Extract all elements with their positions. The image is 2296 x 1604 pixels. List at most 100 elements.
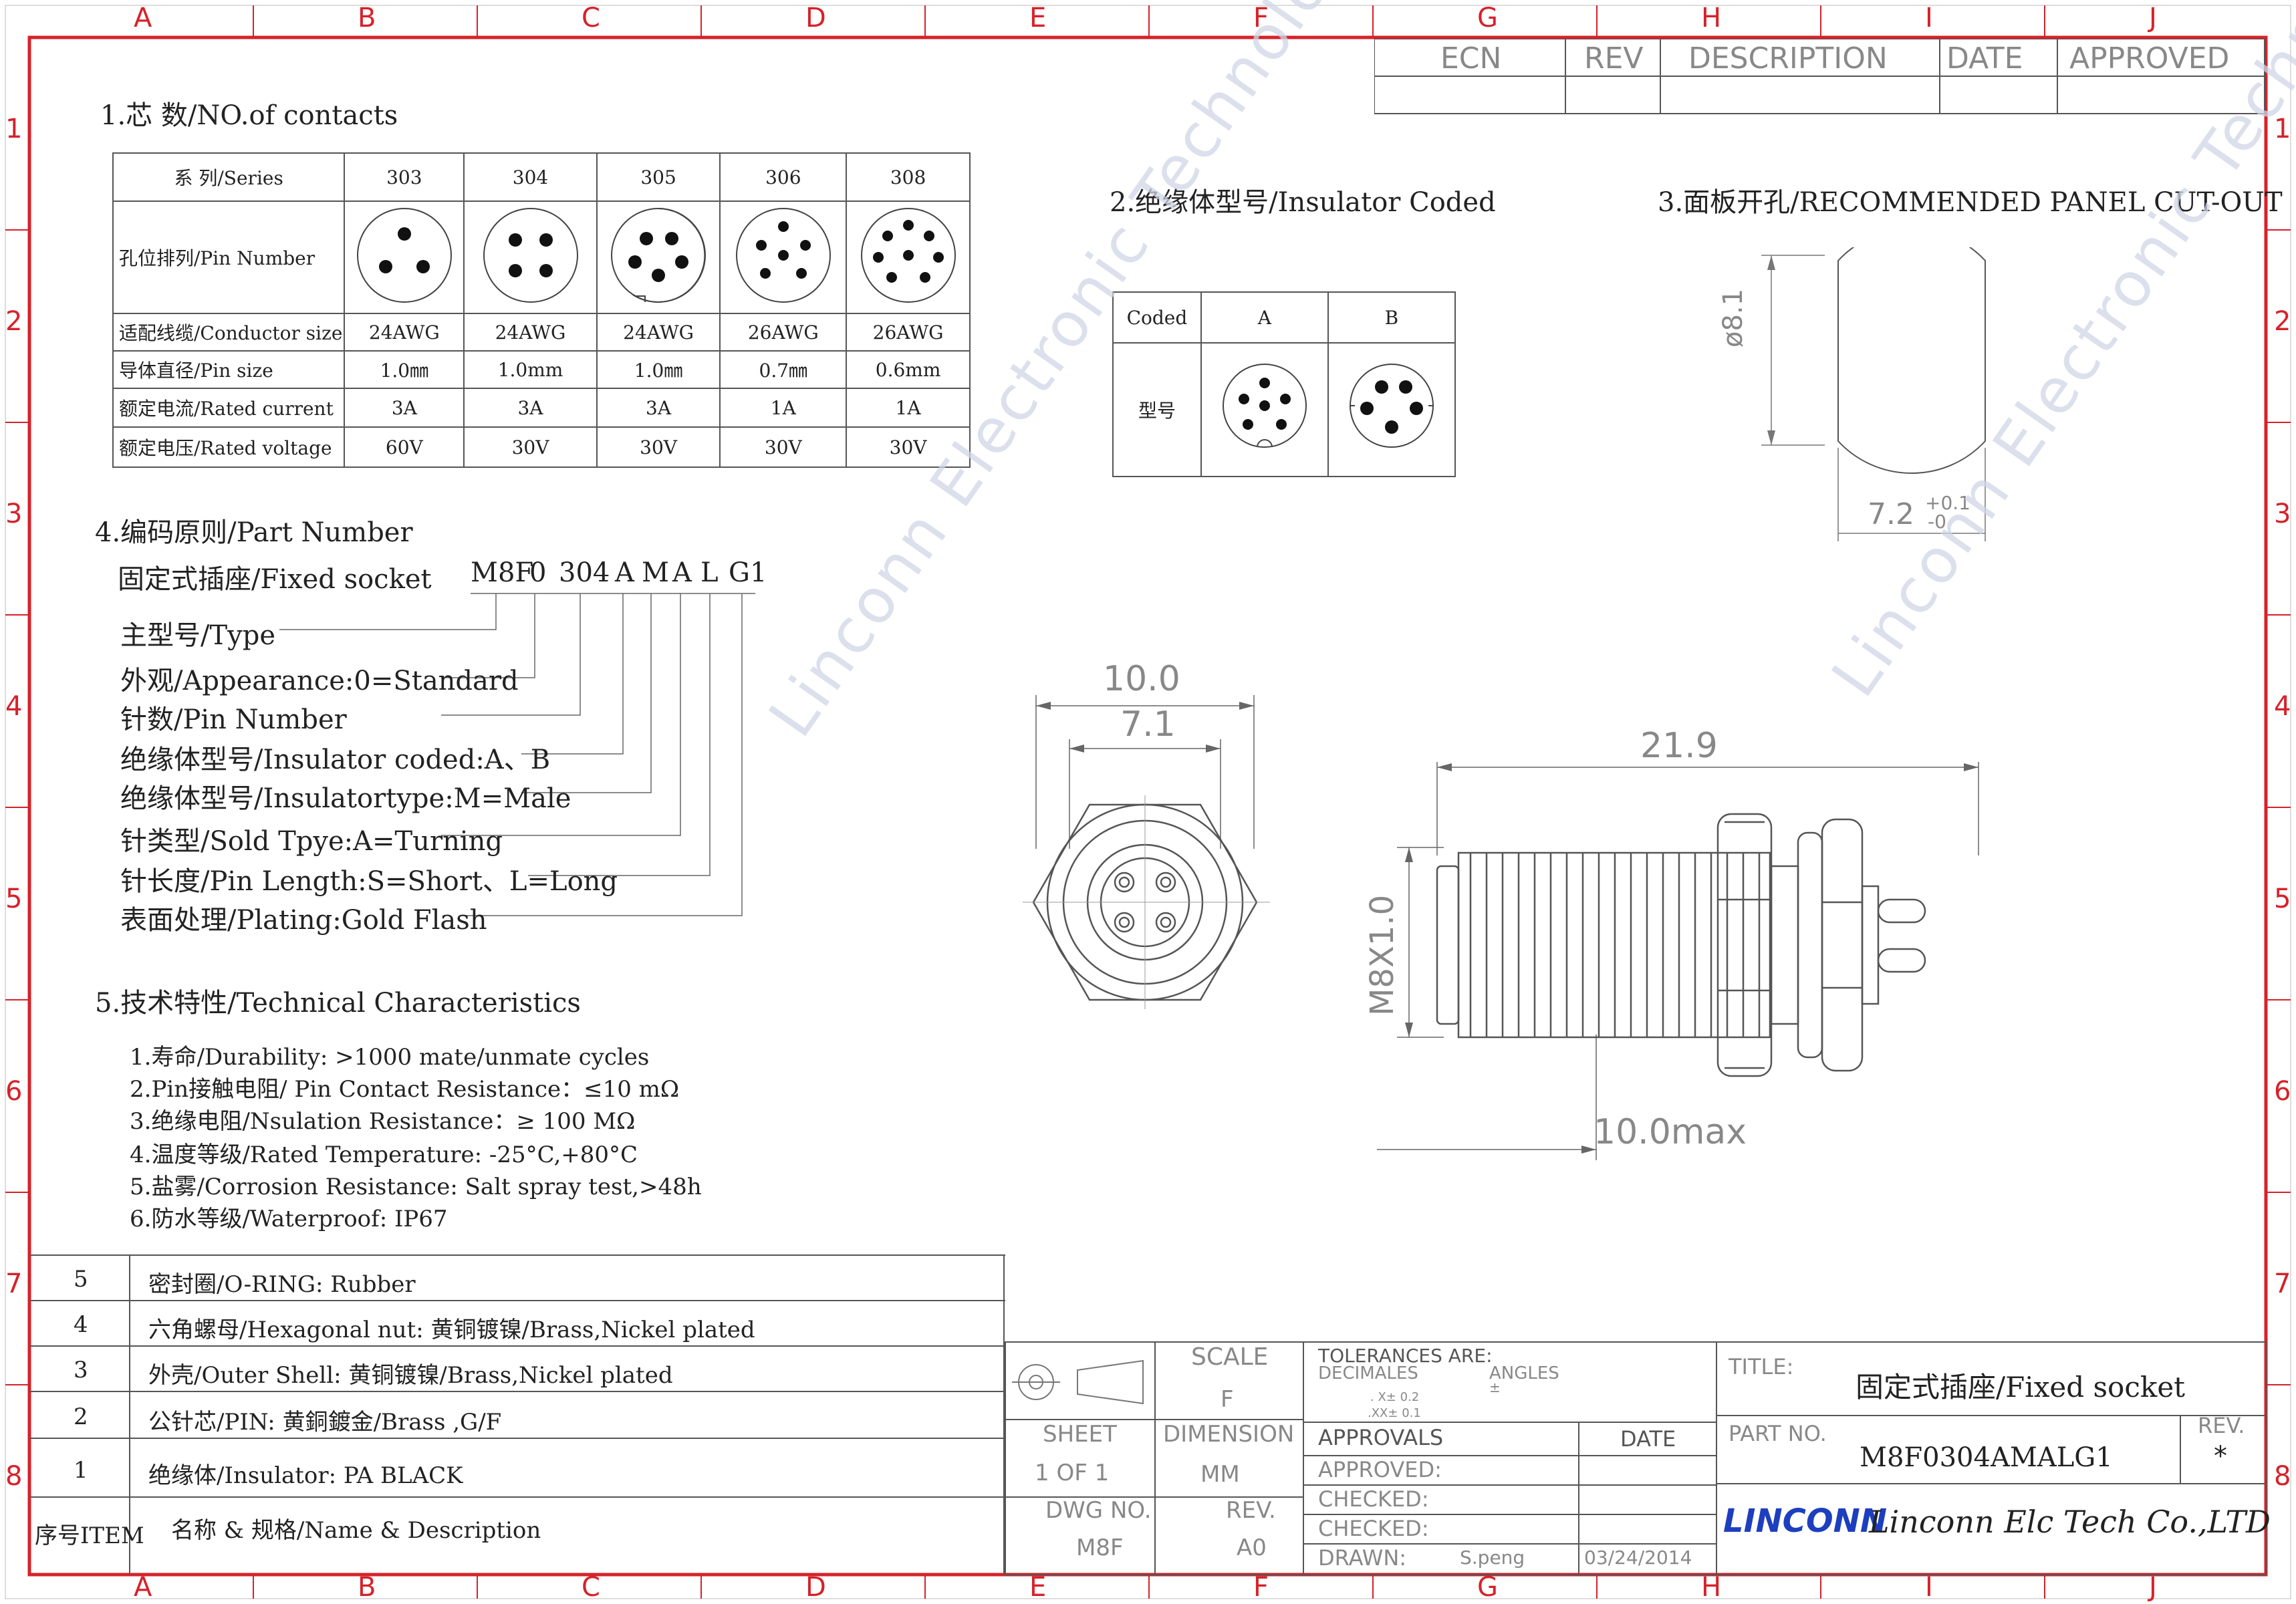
code-part-plating: G1 bbox=[729, 557, 767, 588]
rev-label: REV. bbox=[1226, 1497, 1276, 1524]
row-label: 6 bbox=[2274, 1076, 2291, 1107]
approvals-label: APPROVALS bbox=[1318, 1425, 1444, 1450]
checked-label-1: CHECKED: bbox=[1318, 1486, 1429, 1512]
revision-block bbox=[1374, 39, 2265, 114]
rev2-label: REV. bbox=[2198, 1413, 2245, 1438]
rated-current-306: 1A bbox=[719, 388, 848, 428]
row-label: 2 bbox=[2274, 306, 2291, 337]
part-code-leaders bbox=[279, 593, 755, 916]
pn-item-insulator-type: 绝缘体型号/Insulatortype:M=Male bbox=[120, 783, 571, 814]
pin-size-306: 0.7㎜ bbox=[719, 350, 848, 389]
panel-dim-width: 7.2 bbox=[1868, 497, 1914, 531]
pin-size-303: 1.0㎜ bbox=[344, 350, 465, 389]
bom-footer-desc: 名称 & 规格/Name & Description bbox=[171, 1517, 541, 1544]
rev-header-date: DATE bbox=[1946, 41, 2023, 76]
code-part-pins: 304 bbox=[559, 557, 610, 588]
code-part-appearance: 0 bbox=[529, 557, 547, 588]
rated-voltage-304: 30V bbox=[463, 426, 598, 468]
col-label: E bbox=[1029, 3, 1047, 33]
bom-item-number: 2 bbox=[74, 1404, 88, 1430]
side-dim-thread: M8X1.0 bbox=[1364, 894, 1401, 1016]
sheet-value: 1 OF 1 bbox=[1035, 1460, 1110, 1486]
pin-number-label: 孔位排列/Pin Number bbox=[112, 200, 346, 314]
col-label: J bbox=[2149, 1572, 2157, 1603]
pn-item-insulator-coded: 绝缘体型号/Insulator coded:A、B bbox=[120, 745, 551, 775]
pn-item-plating: 表面处理/Plating:Gold Flash bbox=[120, 905, 487, 936]
angle-pm: ± bbox=[1489, 1379, 1501, 1395]
tech-item-contact-resistance: 2.Pin接触电阻/ Pin Contact Resistance：≤10 mΩ bbox=[130, 1076, 680, 1103]
insulator-coded-table: Coded A B 型号 bbox=[1112, 291, 1456, 477]
col-label: C bbox=[582, 1572, 600, 1603]
pin-size-304: 1.0mm bbox=[463, 350, 598, 389]
pn-item-type: 主型号/Type bbox=[120, 620, 276, 651]
col-label: D bbox=[805, 3, 826, 33]
insulator-a-diagram bbox=[1200, 342, 1329, 477]
company-logo: LINCONN bbox=[1723, 1502, 1887, 1540]
side-dim-max: 10.0max bbox=[1593, 1112, 1747, 1152]
col-label: H bbox=[1701, 3, 1722, 33]
tech-item-temperature: 4.温度等级/Rated Temperature: -25°C,+80°C bbox=[130, 1142, 638, 1168]
angles-label: ANGLES bbox=[1489, 1363, 1559, 1383]
pin-layout-303 bbox=[344, 200, 465, 314]
insulator-b-diagram bbox=[1327, 342, 1456, 477]
section3-title: 3.面板开孔/RECOMMENDED PANEL CUT-OUT bbox=[1658, 187, 2283, 218]
drawn-by: S.peng bbox=[1460, 1547, 1525, 1569]
row-label: 3 bbox=[2274, 499, 2291, 529]
col-label: J bbox=[2149, 3, 2157, 33]
part-number: M8F0304AMALG1 bbox=[1860, 1442, 2113, 1473]
series-305: 305 bbox=[596, 152, 721, 202]
rated-voltage-306: 30V bbox=[719, 426, 848, 468]
col-label: I bbox=[1925, 3, 1933, 33]
dwg-label: DWG NO. bbox=[1045, 1497, 1152, 1524]
contacts-table: 系 列/Series 303 304 305 306 308 孔位排列/Pin … bbox=[112, 152, 971, 468]
front-view-drawing bbox=[1023, 695, 1270, 1009]
conductor-size-label: 适配线缆/Conductor size bbox=[112, 313, 346, 352]
dimension-label: DIMENSION bbox=[1163, 1421, 1295, 1448]
bom-item-desc: 外壳/Outer Shell: 黄铜镀镍/Brass,Nickel plated bbox=[148, 1362, 673, 1389]
tol-xx: .XX± 0.1 bbox=[1368, 1406, 1421, 1420]
part-number-label: PART NO. bbox=[1729, 1421, 1827, 1446]
code-part-gender: M bbox=[642, 557, 669, 588]
row-label: 2 bbox=[5, 306, 23, 337]
side-dim-length: 21.9 bbox=[1640, 726, 1718, 766]
col-label: A bbox=[134, 3, 152, 33]
pn-item-pin-length: 针长度/Pin Length:S=Short、L=Long bbox=[120, 866, 618, 897]
col-label: E bbox=[1029, 1572, 1047, 1603]
fixed-socket-label: 固定式插座/Fixed socket bbox=[118, 564, 432, 595]
col-label: C bbox=[582, 3, 600, 33]
bom-table-grid bbox=[29, 1254, 1005, 1575]
rated-current-304: 3A bbox=[463, 388, 598, 428]
pin-layout-304 bbox=[463, 200, 598, 314]
row-label: 6 bbox=[5, 1076, 23, 1107]
tech-item-waterproof: 6.防水等级/Waterproof: IP67 bbox=[130, 1206, 448, 1232]
code-part-length: L bbox=[700, 557, 719, 588]
series-308: 308 bbox=[846, 152, 971, 202]
row-label: 7 bbox=[2274, 1268, 2291, 1299]
checked-label-2: CHECKED: bbox=[1318, 1516, 1429, 1541]
pin-layout-306 bbox=[719, 200, 848, 314]
rev-value: A0 bbox=[1237, 1534, 1267, 1561]
col-label: F bbox=[1253, 1572, 1269, 1603]
bom-item-number: 4 bbox=[74, 1311, 88, 1338]
conductor-size-308: 26AWG bbox=[846, 313, 971, 352]
series-304: 304 bbox=[463, 152, 598, 202]
col-label: D bbox=[805, 1572, 826, 1603]
scale-label: SCALE bbox=[1191, 1343, 1269, 1371]
rated-voltage-303: 60V bbox=[344, 426, 465, 468]
bom-item-number: 1 bbox=[74, 1457, 88, 1484]
pn-item-sold-type: 针类型/Sold Tpye:A=Turning bbox=[120, 826, 503, 857]
pin-layout-305 bbox=[596, 200, 721, 314]
row-label: 1 bbox=[5, 114, 23, 144]
tech-item-insulation-resistance: 3.绝缘电阻/Nsulation Resistance：≥ 100 MΩ bbox=[130, 1108, 636, 1135]
scale-value: F bbox=[1221, 1386, 1234, 1413]
section1-title: 1.芯 数/NO.of contacts bbox=[100, 100, 398, 131]
rated-current-305: 3A bbox=[596, 388, 721, 428]
decimals-label: DECIMALES bbox=[1318, 1363, 1418, 1383]
approved-label: APPROVED: bbox=[1318, 1457, 1442, 1482]
tol-x: . X± 0.2 bbox=[1370, 1390, 1420, 1404]
bom-item-number: 3 bbox=[74, 1357, 88, 1383]
contacts-header-label: 系 列/Series bbox=[112, 152, 346, 202]
conductor-size-304: 24AWG bbox=[463, 313, 598, 352]
row-label: 4 bbox=[2274, 691, 2291, 722]
rated-current-308: 1A bbox=[846, 388, 971, 428]
